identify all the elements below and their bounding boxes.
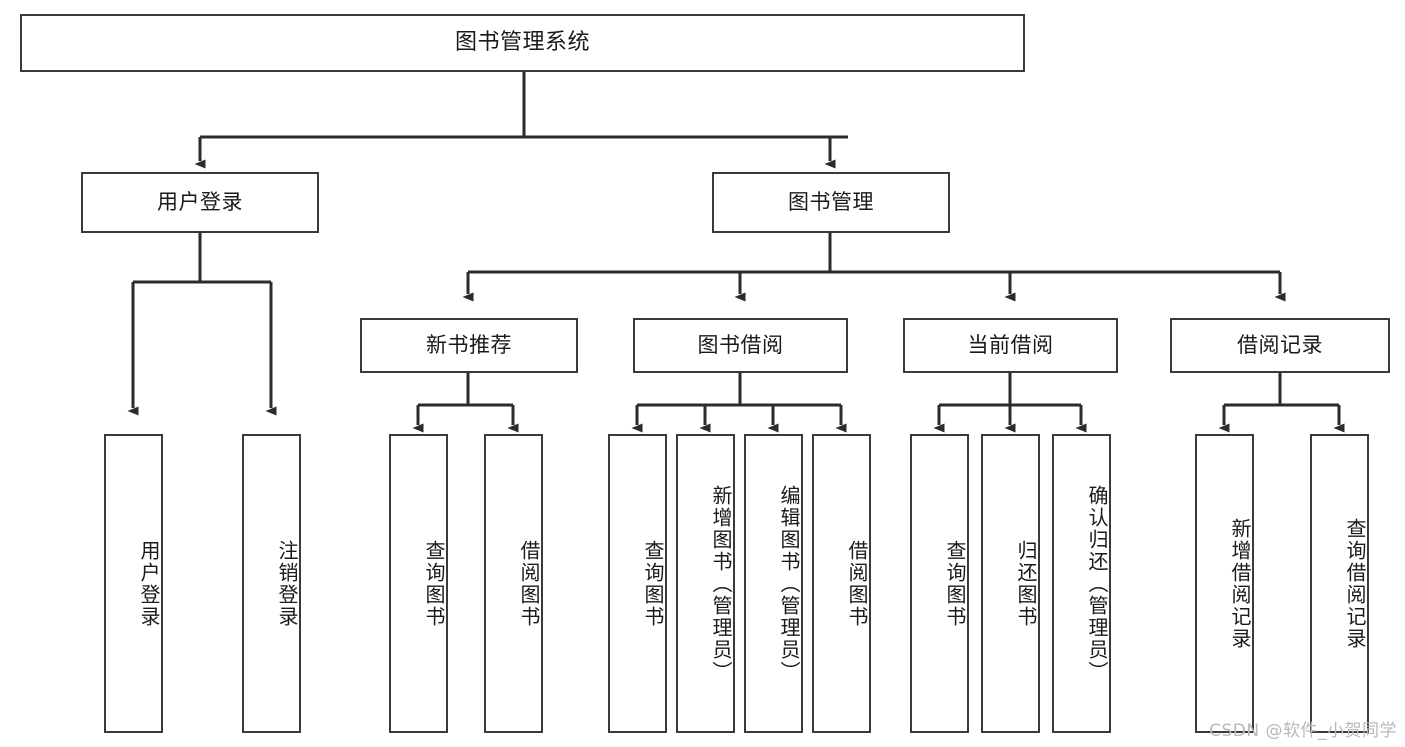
node-leaf-user-login-label: 用户登录 [137, 539, 161, 628]
node-current-borrow[interactable]: 当前借阅 [903, 318, 1118, 373]
node-leaf-borrow-book-1[interactable]: 借阅图书 [484, 434, 543, 733]
node-user-login-label: 用户登录 [157, 189, 243, 214]
node-leaf-borrow-book-2[interactable]: 借阅图书 [812, 434, 871, 733]
node-new-book-recommend-label: 新书推荐 [426, 332, 512, 357]
node-leaf-return-book-label: 归还图书 [1014, 539, 1038, 628]
node-leaf-confirm-return[interactable]: 确认归还（管理员） [1052, 434, 1111, 733]
node-leaf-query-book-3-label: 查询图书 [943, 539, 967, 628]
node-book-borrow-label: 图书借阅 [697, 332, 784, 357]
node-leaf-borrow-book-1-label: 借阅图书 [517, 539, 541, 628]
node-borrow-record-label: 借阅记录 [1237, 332, 1323, 357]
node-leaf-query-book-1[interactable]: 查询图书 [389, 434, 448, 733]
node-user-login[interactable]: 用户登录 [81, 172, 319, 233]
node-book-management-label: 图书管理 [788, 189, 874, 214]
node-leaf-query-book-2[interactable]: 查询图书 [608, 434, 667, 733]
node-book-management[interactable]: 图书管理 [712, 172, 950, 233]
node-leaf-logout[interactable]: 注销登录 [242, 434, 301, 733]
node-leaf-borrow-book-2-label: 借阅图书 [845, 539, 869, 628]
node-leaf-query-book-1-label: 查询图书 [422, 539, 446, 628]
node-new-book-recommend[interactable]: 新书推荐 [360, 318, 578, 373]
node-leaf-logout-label: 注销登录 [275, 539, 299, 628]
node-leaf-query-book-2-label: 查询图书 [641, 539, 665, 628]
node-leaf-edit-book[interactable]: 编辑图书（管理员） [744, 434, 803, 733]
node-current-borrow-label: 当前借阅 [967, 332, 1054, 357]
node-leaf-add-record[interactable]: 新增借阅记录 [1195, 434, 1254, 733]
node-leaf-add-record-label: 新增借阅记录 [1228, 517, 1252, 650]
node-leaf-return-book[interactable]: 归还图书 [981, 434, 1040, 733]
node-leaf-query-record-label: 查询借阅记录 [1343, 517, 1367, 650]
node-leaf-add-book-label: 新增图书（管理员） [709, 484, 733, 683]
node-leaf-query-book-3[interactable]: 查询图书 [910, 434, 969, 733]
node-leaf-add-book[interactable]: 新增图书（管理员） [676, 434, 735, 733]
node-leaf-user-login[interactable]: 用户登录 [104, 434, 163, 733]
node-leaf-confirm-return-label: 确认归还（管理员） [1085, 484, 1109, 683]
node-root[interactable]: 图书管理系统 [20, 14, 1025, 72]
node-leaf-query-record[interactable]: 查询借阅记录 [1310, 434, 1369, 733]
node-book-borrow[interactable]: 图书借阅 [633, 318, 848, 373]
node-root-label: 图书管理系统 [454, 29, 590, 55]
node-borrow-record[interactable]: 借阅记录 [1170, 318, 1390, 373]
node-leaf-edit-book-label: 编辑图书（管理员） [777, 484, 801, 683]
